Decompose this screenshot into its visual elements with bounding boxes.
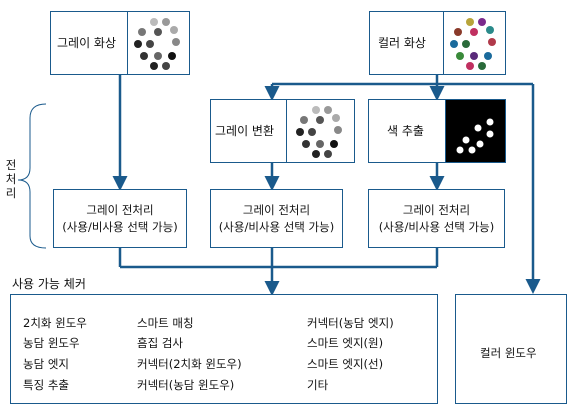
gray-preprocess-box-1: 그레이 전처리 (사용/비사용 선택 가능) xyxy=(53,189,187,248)
color-extract-thumbnail xyxy=(445,100,505,162)
preprocess-title: 그레이 전처리 xyxy=(402,202,471,217)
gray-preprocess-box-2: 그레이 전처리 (사용/비사용 선택 가능) xyxy=(210,189,343,248)
checker-item: 2치화 윈도우 xyxy=(23,316,87,330)
checker-item: 농담 엣지 xyxy=(23,357,69,371)
checker-item: 스마트 엣지(선) xyxy=(307,357,384,371)
gray-convert-thumbnail xyxy=(286,100,354,162)
color-window-label: 컬러 윈도우 xyxy=(480,346,537,360)
gray-image-thumbnail xyxy=(127,12,189,74)
gray-image-box: 그레이 화상 xyxy=(50,11,190,75)
gray-convert-label: 그레이 변환 xyxy=(215,124,275,138)
color-window-box: 컬러 윈도우 xyxy=(455,294,567,404)
checker-item: 흠집 검사 xyxy=(137,336,183,350)
gray-preprocess-box-3: 그레이 전처리 (사용/비사용 선택 가능) xyxy=(368,189,505,248)
preprocess-side-label: 전 처 리 xyxy=(5,158,17,200)
checker-item: 커넥터(농담 윈도우) xyxy=(137,378,235,392)
checker-item: 커넥터(농담 엣지) xyxy=(307,316,394,330)
preprocess-subtitle: (사용/비사용 선택 가능) xyxy=(62,219,178,234)
preprocess-title: 그레이 전처리 xyxy=(242,202,311,217)
preprocess-bracket xyxy=(17,103,47,249)
gray-convert-box: 그레이 변환 xyxy=(210,99,355,163)
color-image-box: 컬러 화상 xyxy=(369,11,506,75)
color-extract-label: 색 추출 xyxy=(387,124,424,138)
gray-image-label: 그레이 화상 xyxy=(57,36,117,50)
checker-item: 커넥터(2치화 윈도우) xyxy=(137,357,242,371)
checker-item: 농담 윈도우 xyxy=(23,336,80,350)
checker-item: 특징 추출 xyxy=(23,378,69,392)
checker-item: 기타 xyxy=(307,378,329,392)
checkers-title: 사용 가능 체커 xyxy=(12,277,86,291)
color-extract-box: 색 추출 xyxy=(368,99,506,163)
preprocess-subtitle: (사용/비사용 선택 가능) xyxy=(378,219,495,234)
preprocess-title: 그레이 전처리 xyxy=(86,202,154,217)
checker-item: 스마트 엣지(원) xyxy=(307,336,384,350)
color-image-thumbnail xyxy=(443,12,505,74)
checker-item: 스마트 매칭 xyxy=(137,316,194,330)
preprocess-subtitle: (사용/비사용 선택 가능) xyxy=(218,219,335,234)
checkers-box: 2치화 윈도우 농담 윈도우 농담 엣지 특징 추출 스마트 매칭 흠집 검사 … xyxy=(10,294,438,404)
color-image-label: 컬러 화상 xyxy=(378,36,426,50)
